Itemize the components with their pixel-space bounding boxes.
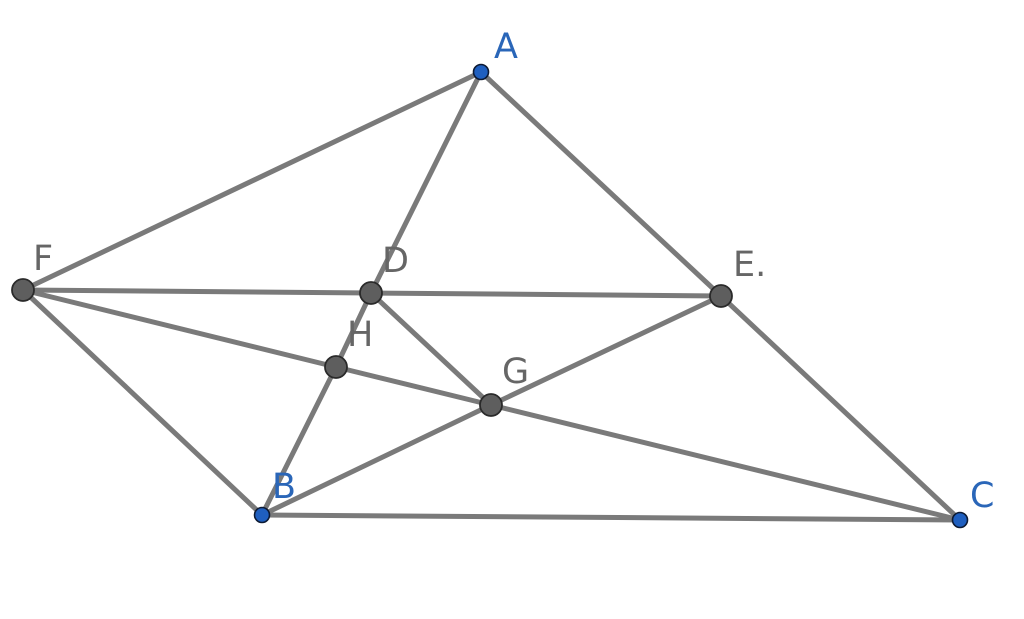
segment-AD — [368, 69, 484, 296]
segment-GC — [488, 402, 963, 523]
segment-FD — [20, 287, 374, 296]
label-E: E. — [733, 245, 766, 285]
point-F — [11, 278, 35, 302]
points-layer — [11, 63, 969, 529]
segment-HG — [333, 364, 494, 408]
label-H: H — [347, 315, 373, 355]
segments-layer — [20, 69, 963, 523]
point-E — [709, 284, 733, 308]
segment-FB — [20, 287, 265, 518]
point-G — [479, 393, 503, 417]
segment-GB — [259, 402, 494, 518]
segment-DH — [333, 290, 374, 370]
label-D: D — [382, 241, 409, 281]
segment-EG — [488, 293, 724, 408]
point-B — [253, 506, 271, 524]
segment-FH — [20, 287, 339, 370]
label-F: F — [33, 239, 53, 279]
point-C — [951, 511, 969, 529]
segment-HB — [259, 364, 339, 518]
point-H — [324, 355, 348, 379]
segment-BC — [259, 512, 963, 523]
label-C: C — [970, 476, 994, 516]
segment-AE — [478, 69, 724, 299]
point-D — [359, 281, 383, 305]
segment-DE — [368, 290, 724, 299]
point-A — [472, 63, 490, 81]
label-G: G — [502, 352, 529, 392]
labels-layer: A B C D E. F G H — [33, 27, 994, 516]
segment-AF — [20, 69, 484, 293]
label-A: A — [494, 27, 518, 67]
segment-EC — [718, 293, 963, 523]
label-B: B — [272, 467, 296, 507]
segment-DG — [368, 290, 494, 408]
